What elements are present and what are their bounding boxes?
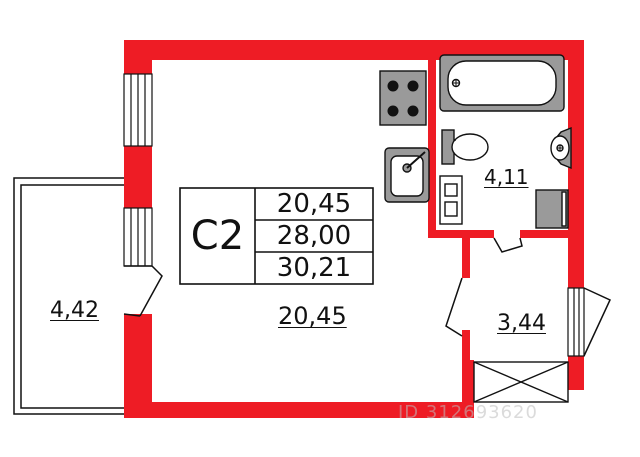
balcony-area-label: 4,42 [50, 298, 99, 323]
hallway-area-label: 3,44 [497, 311, 546, 336]
door-icon [123, 265, 163, 317]
door-icon [445, 277, 463, 337]
total-area-value: 28,00 [276, 221, 352, 251]
area-table-frame [179, 187, 374, 285]
door-icon [583, 287, 611, 357]
bathroom-area-label: 4,11 [484, 165, 529, 189]
washbasin-icon [550, 126, 572, 170]
washing-machine-icon [535, 189, 569, 229]
door-icon [493, 237, 523, 253]
apartment-code: С2 [190, 213, 245, 259]
sink-icon [384, 147, 430, 203]
entry-frame [473, 361, 569, 403]
main-room-area-label: 20,45 [278, 302, 347, 330]
inner-walls [428, 50, 576, 362]
window-icon [123, 207, 153, 267]
shelf-icon [439, 175, 463, 225]
stove-icon [379, 70, 427, 126]
window-icon [567, 287, 585, 357]
reduced-area-value: 30,21 [276, 253, 352, 283]
toilet-icon [441, 129, 489, 165]
bathtub-icon [439, 54, 565, 112]
outer-walls [124, 40, 584, 418]
balcony [13, 177, 124, 415]
living-area-value: 20,45 [276, 189, 352, 219]
watermark: ID 312693620 [398, 402, 538, 423]
window-icon [123, 73, 153, 147]
